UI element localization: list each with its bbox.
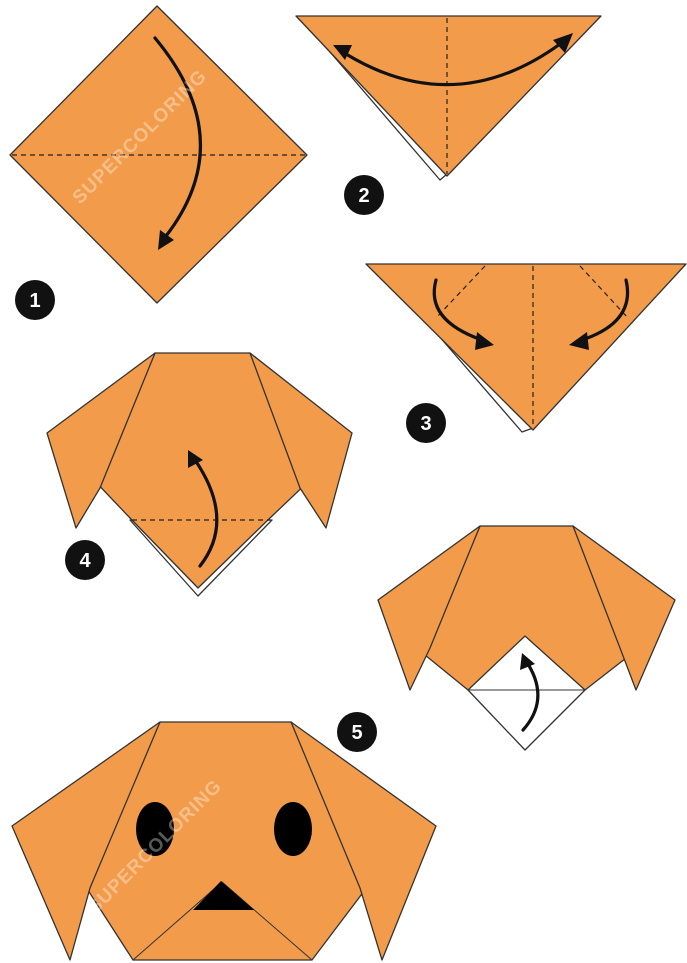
step-3-figure [366, 264, 686, 432]
step-1-number: 1 [29, 290, 40, 312]
step-5-number: 5 [351, 722, 362, 744]
final-dog-face: SUPERCOLORING SUPERCOLORING [12, 722, 661, 960]
step-2-badge: 2 [344, 175, 384, 215]
dog-right-eye [274, 802, 312, 856]
step-3-badge: 3 [406, 403, 446, 443]
step-3-triangle [366, 264, 686, 430]
step-2-figure: SUPERCOLORING [296, 16, 661, 204]
step-2-number: 2 [358, 185, 369, 207]
step-5-figure [378, 526, 675, 750]
step-4-number: 4 [79, 550, 91, 572]
step-1-badge: 1 [15, 280, 55, 320]
step-4-badge: 4 [65, 540, 105, 580]
step-5-badge: 5 [337, 712, 377, 752]
step-1-figure: SUPERCOLORING [10, 6, 307, 303]
step-3-number: 3 [420, 413, 431, 435]
watermark: SUPERCOLORING [519, 781, 662, 924]
watermark: SUPERCOLORING [519, 61, 662, 204]
